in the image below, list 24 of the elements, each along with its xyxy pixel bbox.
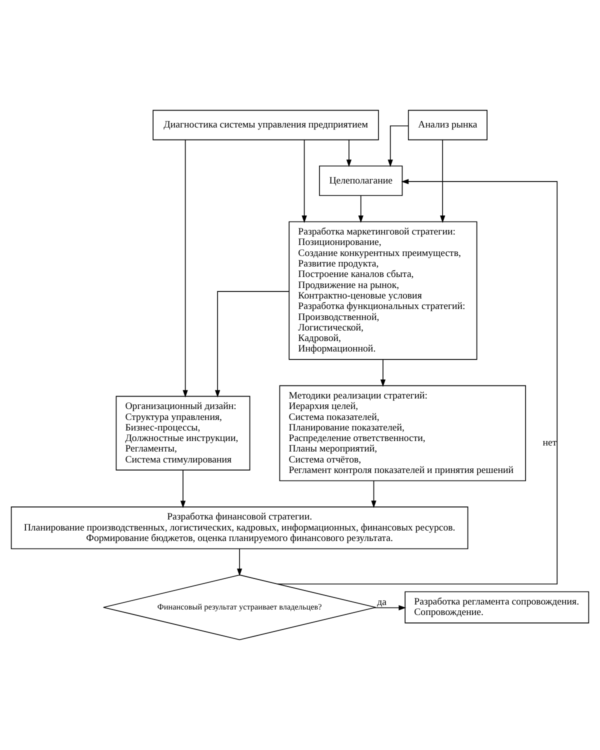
edge-label: нет: [542, 437, 557, 448]
node-box: Разработка финансовой стратегии. Планирование производственных, логистических, кадровых, информационных, финансовых ресурсов. Формирование бюджетов, оценка планируемого финансового результата.: [10, 506, 468, 550]
node-box: Разработка маркетинговой стратегии: Позиционирование, Создание конкурентных преимуществ, Развитие продукта, Построение каналов сбыта, Продвижение на рынок, Контрактно-ценовые условия Разработка функциональных стратегий: Производственной, Логистической, Кадровой, Информационной.: [288, 221, 478, 360]
node-diamond: Финансовый результат устраивает владельцев?: [103, 574, 376, 640]
node-box: Целеполагание: [319, 166, 403, 196]
arrow: [346, 140, 352, 168]
edge-label: да: [377, 596, 386, 608]
node-box: Методики реализации стратегий: Иерархия целей, Система показателей, Планирование показателей, Распределение ответственности, Планы мероприятий, Система отчётов, Регламент контроля показателей и принятия решений: [279, 385, 526, 482]
arrow: [358, 195, 364, 223]
arrow: [380, 359, 386, 387]
arrow: [236, 548, 242, 576]
arrow: [374, 605, 406, 610]
arrow: [388, 125, 409, 167]
node-box: Разработка регламента сопровождения. Сопровождение.: [404, 591, 590, 624]
node-box: Организационный дизайн: Структура управления, Бизнес-процессы, Должностные инструкции, Регламенты, Система стимулирования: [116, 396, 250, 470]
arrow: [302, 140, 307, 223]
arrow: [440, 140, 446, 223]
arrow: [214, 291, 290, 398]
arrow: [277, 179, 558, 584]
node-box: Диагностика системы управления предприятием: [152, 110, 379, 140]
node-box: Анализ рынка: [408, 110, 488, 140]
arrow: [180, 470, 186, 508]
arrow: [182, 140, 188, 398]
arrow: [371, 480, 376, 508]
